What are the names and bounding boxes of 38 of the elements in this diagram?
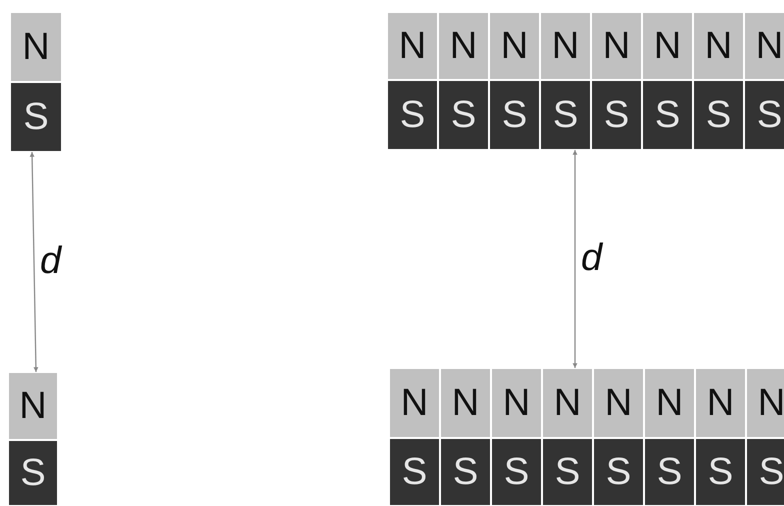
south-pole-segment: S xyxy=(693,80,744,150)
north-pole-segment: N xyxy=(693,12,744,80)
south-pole-segment: S xyxy=(540,80,591,150)
south-pole-segment: S xyxy=(644,438,695,506)
south-pole-segment: S xyxy=(491,438,542,506)
north-pole-segment: N xyxy=(387,12,438,80)
double-arrow xyxy=(572,150,578,368)
south-pole-segment: S xyxy=(542,438,593,506)
north-pole-segment: N xyxy=(542,368,593,438)
south-pole-segment: S xyxy=(389,438,440,506)
north-pole-segment: N xyxy=(8,372,58,440)
north-pole-segment: N xyxy=(540,12,591,80)
north-pole-segment: N xyxy=(491,368,542,438)
north-pole-segment: N xyxy=(695,368,746,438)
south-pole-segment: S xyxy=(10,82,62,152)
north-pole-segment: N xyxy=(440,368,491,438)
south-pole-segment: S xyxy=(744,80,784,150)
north-pole-segment: N xyxy=(10,12,62,82)
north-pole-segment: N xyxy=(438,12,489,80)
south-pole-segment: S xyxy=(695,438,746,506)
north-pole-segment: N xyxy=(489,12,540,80)
north-pole-segment: N xyxy=(389,368,440,438)
north-pole-segment: N xyxy=(746,368,784,438)
south-pole-segment: S xyxy=(438,80,489,150)
south-pole-segment: S xyxy=(591,80,642,150)
south-pole-segment: S xyxy=(8,440,58,506)
double-arrow xyxy=(30,152,38,372)
north-pole-segment: N xyxy=(593,368,644,438)
south-pole-segment: S xyxy=(642,80,693,150)
south-pole-segment: S xyxy=(387,80,438,150)
north-pole-segment: N xyxy=(591,12,642,80)
south-pole-segment: S xyxy=(593,438,644,506)
north-pole-segment: N xyxy=(744,12,784,80)
north-pole-segment: N xyxy=(644,368,695,438)
south-pole-segment: S xyxy=(489,80,540,150)
north-pole-segment: N xyxy=(642,12,693,80)
south-pole-segment: S xyxy=(746,438,784,506)
south-pole-segment: S xyxy=(440,438,491,506)
